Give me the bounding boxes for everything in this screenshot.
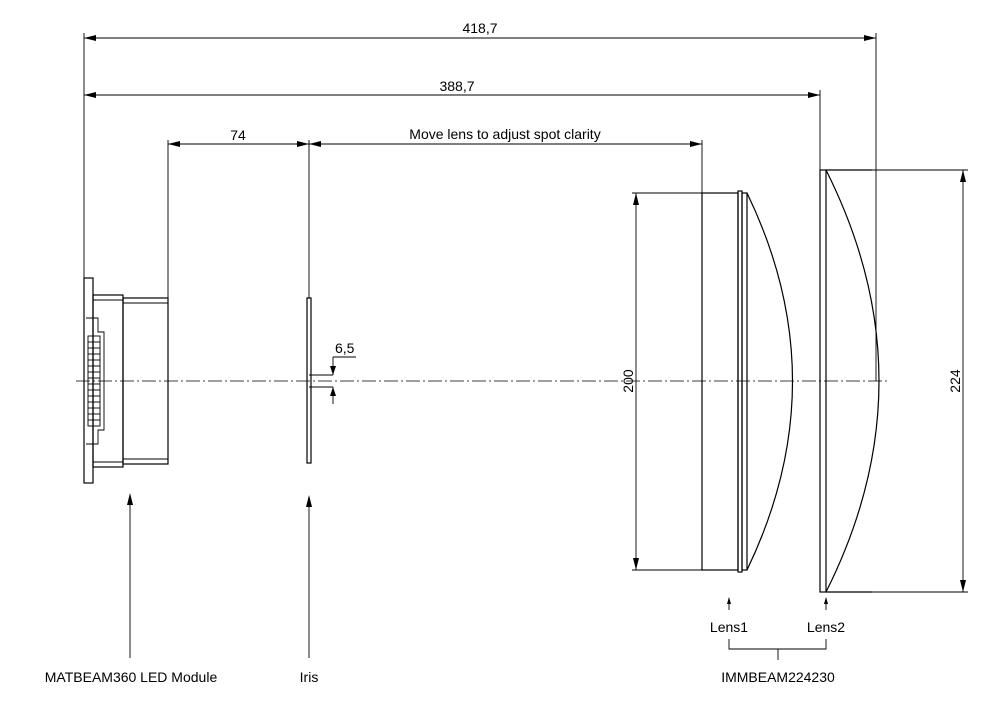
lens2-diameter-label: 224 — [947, 369, 963, 393]
leader-iris: Iris — [300, 495, 319, 685]
lens2 — [819, 169, 880, 593]
lens2-label: Lens2 — [807, 619, 845, 635]
dim-to-lens2-label: 388,7 — [439, 78, 474, 94]
dim-iris-aperture: 6,5 — [309, 340, 356, 404]
lens-assembly-label: IMMBEAM224230 — [721, 669, 835, 685]
lens1-label: Lens1 — [710, 619, 748, 635]
dim-lens-travel: Move lens to adjust spot clarity — [309, 126, 703, 193]
iris — [306, 297, 312, 464]
dim-overall-label: 418,7 — [462, 20, 497, 36]
dim-to-lens2: 388,7 — [84, 78, 821, 170]
dim-lens2-diameter: 224 — [872, 169, 968, 593]
module-label: MATBEAM360 LED Module — [45, 669, 218, 685]
lens1-diameter-label: 200 — [620, 369, 636, 393]
dim-overall: 418,7 — [83, 20, 877, 381]
dim-module-to-iris-label: 74 — [230, 127, 246, 143]
led-module — [83, 277, 169, 484]
iris-aperture-label: 6,5 — [335, 340, 355, 356]
lens1 — [701, 190, 793, 573]
iris-label: Iris — [300, 669, 319, 685]
dim-module-to-iris: 74 — [167, 127, 310, 298]
dim-lens1-diameter: 200 — [620, 192, 702, 571]
lens-travel-note: Move lens to adjust spot clarity — [409, 126, 600, 142]
leader-lenses: Lens1 Lens2 IMMBEAM224230 — [710, 597, 845, 685]
leader-module: MATBEAM360 LED Module — [45, 493, 218, 685]
